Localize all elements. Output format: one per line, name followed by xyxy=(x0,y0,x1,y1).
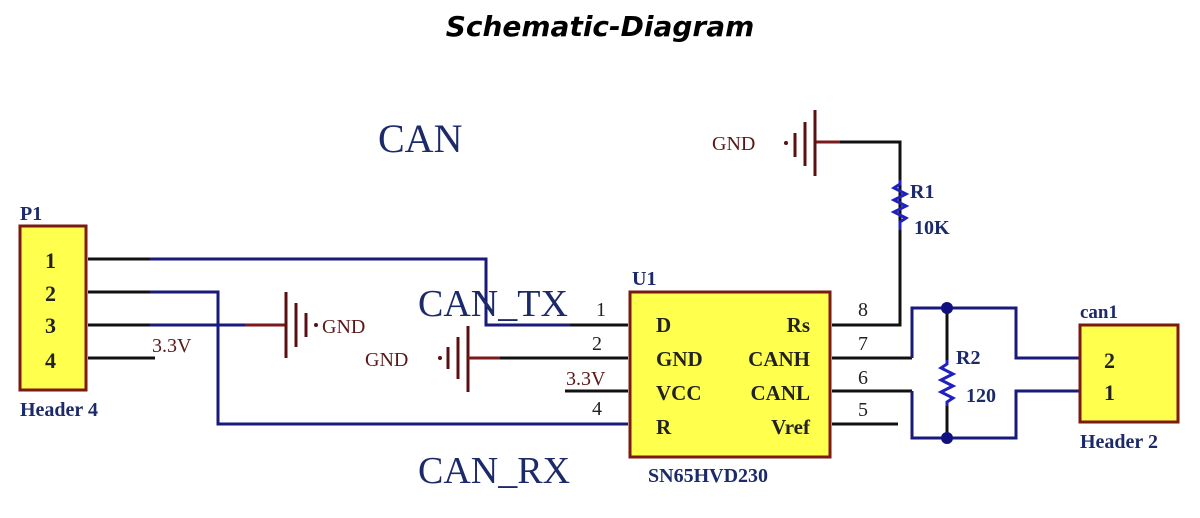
can1-body xyxy=(1078,323,1180,424)
u1-pin-name-canl: CANL xyxy=(750,381,810,405)
u1-pin-num-5: 5 xyxy=(858,399,868,421)
p1-pin-4: 4 xyxy=(45,348,56,373)
r2-value: 120 xyxy=(966,385,996,407)
wire-canl xyxy=(910,389,1080,440)
u1-pin-num-1: 1 xyxy=(596,299,606,321)
u1-pin-name-vcc: VCC xyxy=(656,381,702,405)
u1-pin-num-2: 2 xyxy=(592,333,602,355)
can1-header[interactable]: can1 2 1 Header 2 xyxy=(1078,302,1180,453)
can1-pin-1: 1 xyxy=(1104,380,1115,405)
junction-dot-bottom xyxy=(941,432,953,444)
junction-dot-top xyxy=(941,302,953,314)
wire-rs xyxy=(832,230,902,327)
u1-pin-name-rs: Rs xyxy=(787,313,810,337)
p1-pin-1: 1 xyxy=(45,248,56,273)
p1-pin-2: 2 xyxy=(45,281,56,306)
gnd-label-p1: GND xyxy=(322,316,365,338)
u1-vcc-label: 3.3V xyxy=(566,368,606,390)
u1-pin-name-r: R xyxy=(656,415,672,439)
r1-designator: R1 xyxy=(910,181,934,203)
u1-body xyxy=(628,290,832,459)
u1-pin-num-4: 4 xyxy=(592,398,602,420)
u1-pin-num-8: 8 xyxy=(858,299,868,321)
u1-pin-name-d: D xyxy=(656,313,671,337)
p1-pin-3: 3 xyxy=(45,313,56,338)
can1-name: Header 2 xyxy=(1080,431,1158,453)
net-label-can-tx: CAN_TX xyxy=(418,283,568,325)
u1-transceiver[interactable]: U1 D GND VCC R Rs CANH CANL Vref SN65HVD… xyxy=(628,268,832,487)
r2-zigzag xyxy=(937,360,957,406)
p1-name: Header 4 xyxy=(20,399,98,421)
gnd-label-top: GND xyxy=(712,133,755,155)
p1-designator: P1 xyxy=(20,203,42,225)
p1-vcc-label: 3.3V xyxy=(152,335,192,357)
u1-pin-num-7: 7 xyxy=(858,333,868,355)
r1-resistor[interactable]: R1 10K xyxy=(815,140,950,239)
gnd-dot xyxy=(438,356,442,360)
u1-part-number: SN65HVD230 xyxy=(648,465,768,487)
gnd-dot xyxy=(784,141,788,145)
wire-canh xyxy=(910,306,1080,360)
net-label-can-rx: CAN_RX xyxy=(418,450,570,492)
diagram-title: Schematic-Diagram xyxy=(445,10,755,43)
can1-designator: can1 xyxy=(1080,302,1118,323)
r1-zigzag xyxy=(890,180,910,230)
wire-can-tx xyxy=(150,257,570,327)
gnd-symbol-u1: GND xyxy=(365,326,470,392)
section-label: CAN xyxy=(378,116,462,161)
r1-value: 10K xyxy=(914,217,950,239)
u1-pin-name-gnd: GND xyxy=(656,347,703,371)
gnd-symbol-p1: GND xyxy=(284,292,365,358)
r2-resistor[interactable]: R2 120 xyxy=(937,302,996,444)
wire-can-rx xyxy=(150,290,628,426)
u1-designator: U1 xyxy=(632,268,656,290)
wire-r1-top xyxy=(815,140,902,230)
can1-pin-2: 2 xyxy=(1104,348,1115,373)
gnd-symbol-top: GND xyxy=(712,110,817,176)
u1-pin-name-canh: CANH xyxy=(748,347,810,371)
u1-pin-num-6: 6 xyxy=(858,367,868,389)
p1-header[interactable]: P1 1 2 3 4 Header 4 xyxy=(18,203,98,421)
gnd-label-u1: GND xyxy=(365,349,408,371)
r2-designator: R2 xyxy=(956,347,980,369)
gnd-dot xyxy=(314,323,318,327)
p1-body xyxy=(18,224,88,392)
u1-pin-name-vref: Vref xyxy=(771,415,811,439)
